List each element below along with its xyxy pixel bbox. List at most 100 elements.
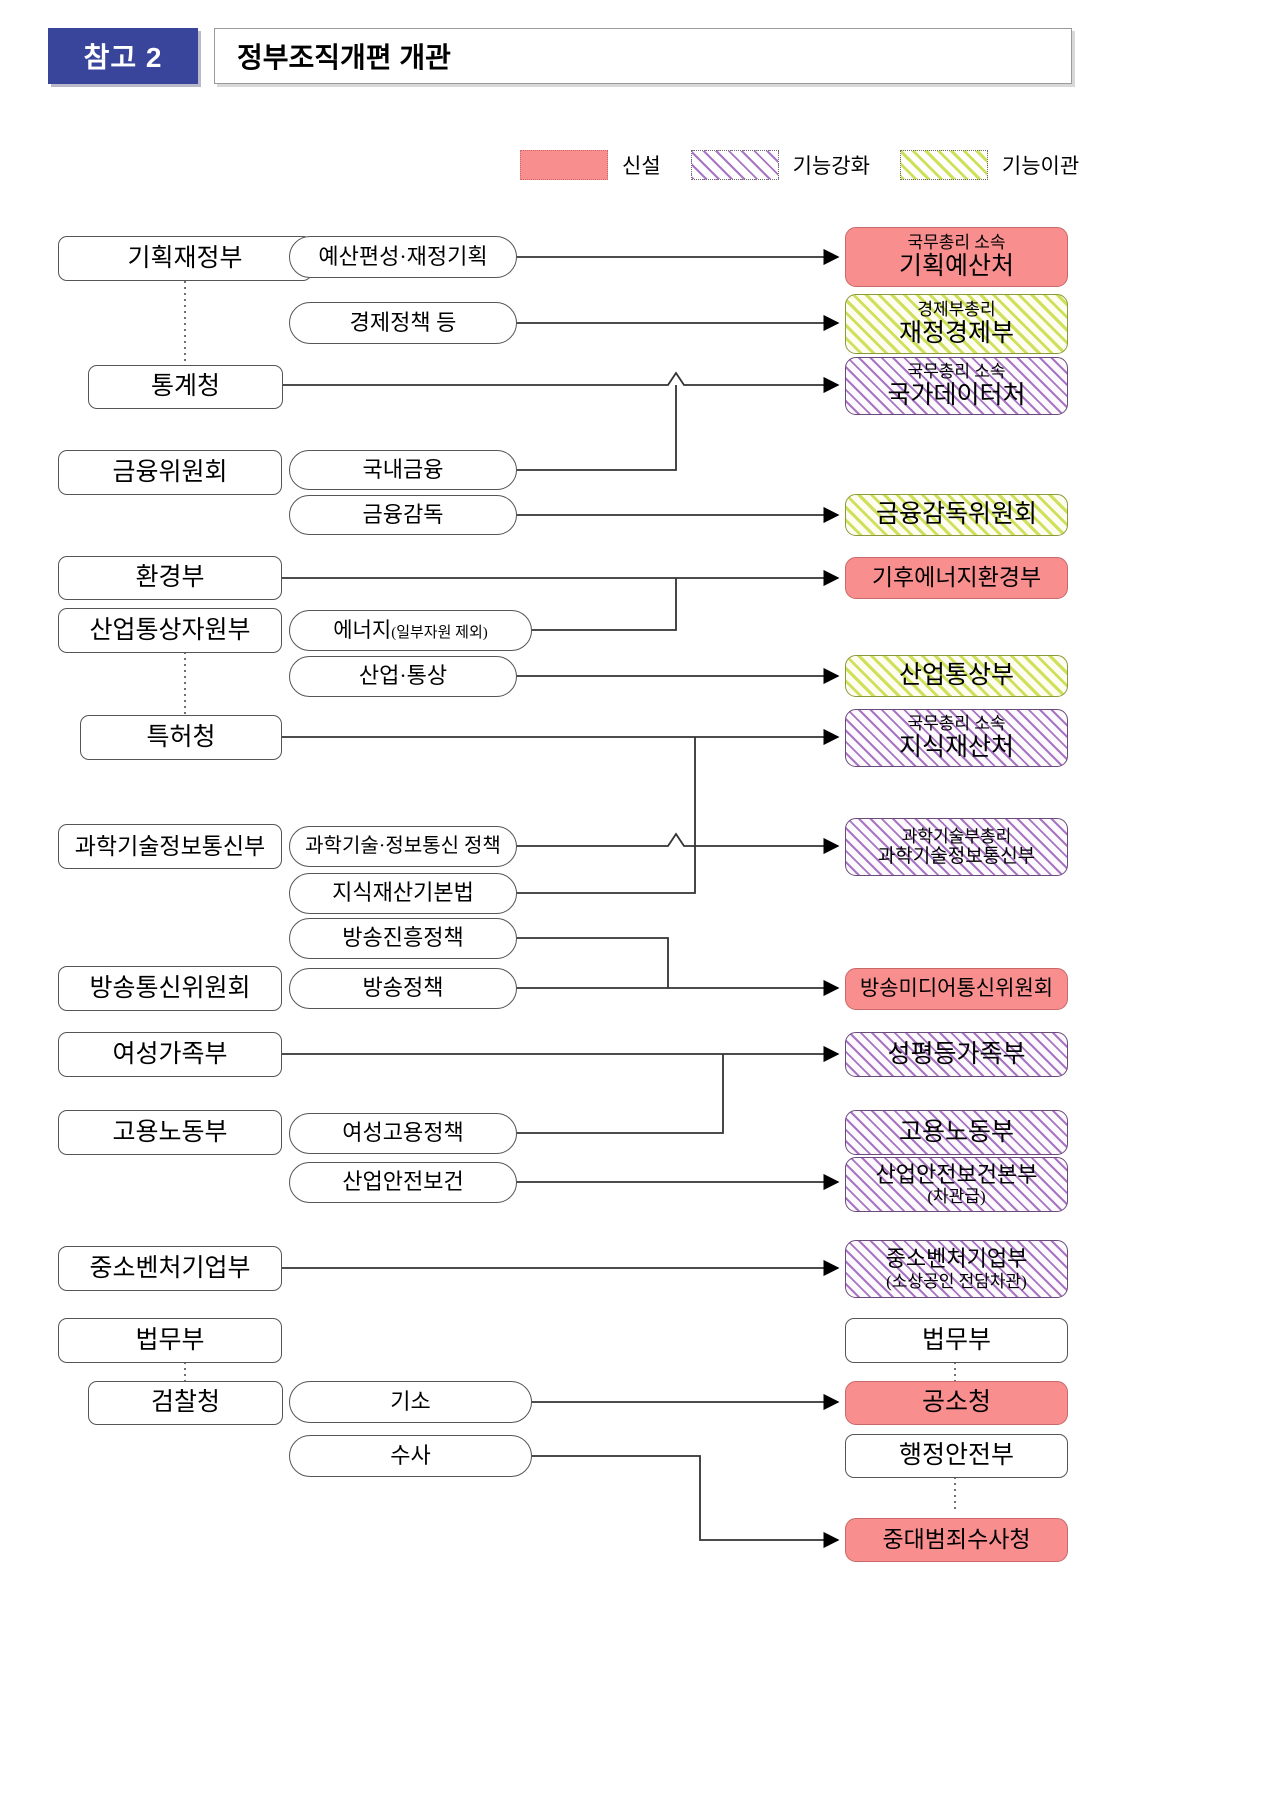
function-pill-과학기술정보통신정책[interactable]: 과학기술·정보통신 정책 [289, 826, 517, 867]
legend-swatch-strengthen [690, 150, 779, 180]
node-label: 국가데이터처 [887, 381, 1026, 409]
function-pill-에너지[interactable]: 에너지(일부자원 제외) [289, 610, 532, 651]
right-node-중대범죄수사청[interactable]: 중대범죄수사청 [845, 1518, 1068, 1562]
pill-label: 예산편성·재정기획 [318, 243, 488, 269]
right-node-공소청[interactable]: 공소청 [845, 1381, 1068, 1425]
pill-label: 금융감독 [362, 501, 444, 527]
node-label: 고용노동부 [898, 1118, 1014, 1146]
right-node-기획예산처[interactable]: 국무총리 소속 기획예산처 [845, 227, 1068, 287]
function-pill-예산편성재정기획[interactable]: 예산편성·재정기획 [289, 236, 517, 278]
node-label: 검찰청 [150, 1389, 220, 1416]
function-pill-여성고용정책[interactable]: 여성고용정책 [289, 1113, 517, 1154]
right-node-법무부[interactable]: 법무부 [845, 1318, 1068, 1363]
right-node-기후에너지환경부[interactable]: 기후에너지환경부 [845, 557, 1068, 599]
left-node-통계청[interactable]: 통계청 [88, 365, 283, 409]
node-label: 산업안전보건본부 [875, 1161, 1038, 1187]
function-pill-경제정책등[interactable]: 경제정책 등 [289, 302, 517, 344]
node-label: 여성가족부 [112, 1040, 228, 1068]
pill-label: 방송진흥정책 [342, 925, 464, 951]
pill-label: 방송정책 [362, 975, 444, 1001]
pill-label: 산업안전보건 [342, 1169, 464, 1195]
function-pill-지식재산기본법[interactable]: 지식재산기본법 [289, 873, 517, 914]
left-node-법무부[interactable]: 법무부 [58, 1318, 282, 1363]
legend: 신설 기능강화 기능이관 [520, 148, 1095, 182]
node-label: 방송통신위원회 [89, 974, 251, 1002]
node-label: 재정경제부 [898, 319, 1014, 347]
reference-tag: 참고 2 [48, 28, 198, 84]
legend-swatch-new [520, 150, 608, 180]
node-note: (차관급) [927, 1187, 986, 1207]
pill-label: 지식재산기본법 [332, 880, 474, 906]
left-node-기획재정부[interactable]: 기획재정부 [58, 236, 312, 281]
legend-label-strengthen: 기능강화 [792, 154, 870, 178]
node-label: 기획재정부 [127, 244, 243, 272]
right-node-과학기술정보통신부[interactable]: 과학기술부총리 과학기술정보통신부 [845, 818, 1068, 876]
right-node-행정안전부[interactable]: 행정안전부 [845, 1434, 1068, 1478]
node-label: 행정안전부 [898, 1442, 1014, 1469]
pill-label: 경제정책 등 [349, 309, 457, 335]
node-label: 법무부 [135, 1326, 205, 1354]
node-label: 통계청 [150, 373, 220, 400]
node-label: 금융감독위원회 [875, 501, 1037, 528]
node-label: 중대범죄수사청 [882, 1527, 1031, 1553]
pill-label: 과학기술·정보통신 정책 [305, 835, 501, 858]
page-title: 정부조직개편 개관 [214, 28, 1072, 84]
left-node-금융위원회[interactable]: 금융위원회 [58, 450, 282, 495]
right-node-국가데이터처[interactable]: 국무총리 소속 국가데이터처 [845, 357, 1068, 415]
node-label: 산업통상자원부 [89, 616, 251, 644]
node-label: 공소청 [921, 1389, 991, 1416]
function-pill-산업안전보건[interactable]: 산업안전보건 [289, 1162, 517, 1203]
node-sub: 국무총리 소속 [907, 714, 1006, 734]
pill-label: 산업·통상 [358, 663, 448, 689]
right-node-산업안전보건본부[interactable]: 산업안전보건본부 (차관급) [845, 1157, 1068, 1212]
right-node-산업통상부[interactable]: 산업통상부 [845, 655, 1068, 697]
pill-label: 여성고용정책 [342, 1120, 464, 1146]
function-pill-방송진흥정책[interactable]: 방송진흥정책 [289, 918, 517, 959]
left-node-중소벤처기업부[interactable]: 중소벤처기업부 [58, 1246, 282, 1291]
node-label: 중소벤처기업부 [885, 1246, 1028, 1272]
node-label: 과학기술정보통신부 [877, 845, 1036, 867]
right-node-방송미디어통신위원회[interactable]: 방송미디어통신위원회 [845, 968, 1068, 1010]
node-label: 법무부 [921, 1326, 991, 1354]
node-label: 중소벤처기업부 [89, 1254, 251, 1282]
node-label: 지식재산처 [898, 733, 1014, 761]
function-pill-수사[interactable]: 수사 [289, 1435, 532, 1477]
left-node-과학기술정보통신부[interactable]: 과학기술정보통신부 [58, 824, 282, 869]
left-node-검찰청[interactable]: 검찰청 [88, 1381, 283, 1425]
node-label: 특허청 [146, 723, 216, 751]
node-label: 성평등가족부 [887, 1040, 1026, 1068]
right-node-고용노동부[interactable]: 고용노동부 [845, 1110, 1068, 1155]
node-label: 기획예산처 [898, 252, 1014, 280]
function-pill-국내금융[interactable]: 국내금융 [289, 450, 517, 490]
right-node-재정경제부[interactable]: 경제부총리 재정경제부 [845, 294, 1068, 354]
left-node-방송통신위원회[interactable]: 방송통신위원회 [58, 966, 282, 1011]
right-node-지식재산처[interactable]: 국무총리 소속 지식재산처 [845, 709, 1068, 767]
left-node-산업통상자원부[interactable]: 산업통상자원부 [58, 608, 282, 653]
function-pill-금융감독[interactable]: 금융감독 [289, 495, 517, 535]
pill-label: 기소 [390, 1388, 431, 1414]
function-pill-기소[interactable]: 기소 [289, 1381, 532, 1423]
node-sub: 경제부총리 [917, 300, 996, 320]
pill-note: (일부자원 제외) [391, 624, 488, 641]
left-node-여성가족부[interactable]: 여성가족부 [58, 1032, 282, 1077]
function-pill-산업통상[interactable]: 산업·통상 [289, 656, 517, 697]
right-node-금융감독위원회[interactable]: 금융감독위원회 [845, 494, 1068, 536]
node-label: 산업통상부 [898, 662, 1014, 689]
right-node-성평등가족부[interactable]: 성평등가족부 [845, 1032, 1068, 1077]
right-node-중소벤처기업부[interactable]: 중소벤처기업부 (소상공인 전담차관) [845, 1240, 1068, 1298]
page-header: 참고 2 정부조직개편 개관 [48, 28, 1072, 84]
node-note: (소상공인 전담차관) [886, 1271, 1027, 1291]
legend-label-new: 신설 [622, 154, 661, 178]
function-pill-방송정책[interactable]: 방송정책 [289, 968, 517, 1009]
node-label: 방송미디어통신위원회 [859, 976, 1054, 1001]
node-label: 기후에너지환경부 [871, 565, 1042, 591]
left-node-고용노동부[interactable]: 고용노동부 [58, 1110, 282, 1155]
node-label: 환경부 [135, 564, 205, 591]
legend-label-transfer: 기능이관 [1001, 154, 1080, 178]
left-node-환경부[interactable]: 환경부 [58, 556, 282, 600]
left-node-특허청[interactable]: 특허청 [80, 715, 282, 760]
pill-label: 에너지 [333, 617, 392, 642]
node-label: 고용노동부 [112, 1118, 228, 1146]
legend-swatch-transfer [899, 150, 988, 180]
node-sub: 국무총리 소속 [907, 362, 1006, 382]
